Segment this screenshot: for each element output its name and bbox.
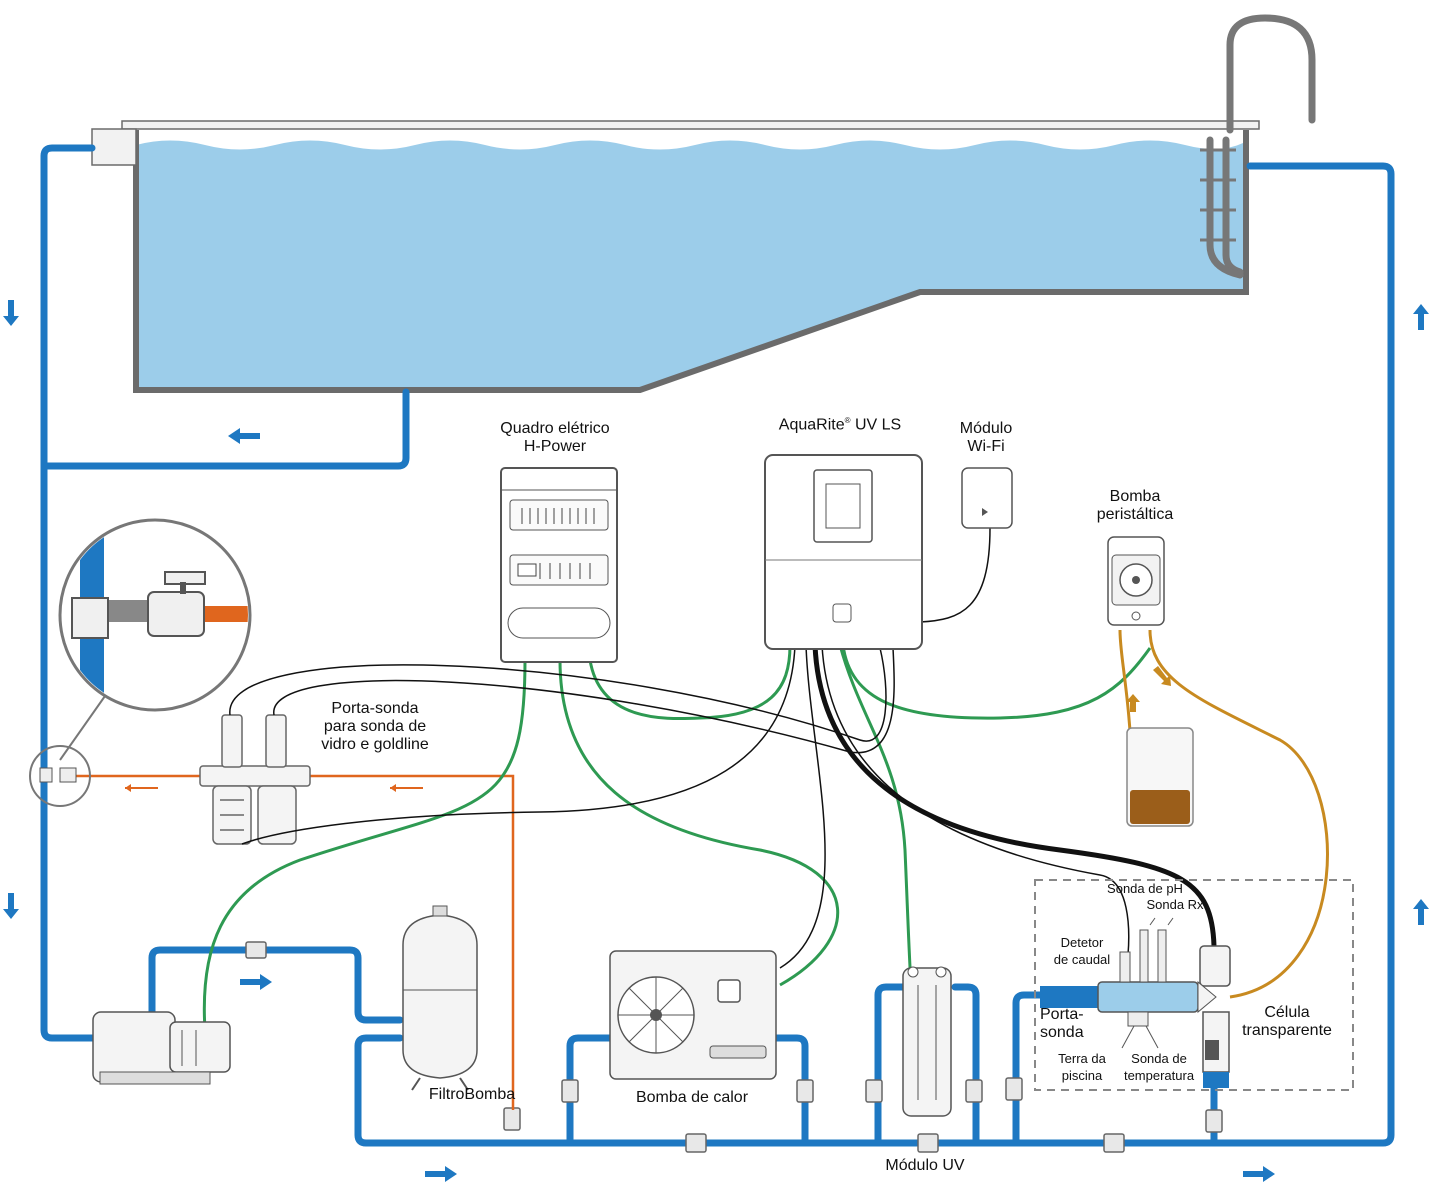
- cell-power-cable: [812, 644, 1217, 947]
- label-bomba-calor: Bomba de calor: [635, 1089, 749, 1106]
- label-porta-sonda-line3: vidro e goldline: [321, 736, 429, 753]
- valve-icon: [245, 941, 1223, 1153]
- label-aquarite: AquaRite® UV LS: [760, 412, 920, 434]
- sand-filter: [402, 905, 478, 1091]
- label-terra-line2: piscina: [1061, 1068, 1103, 1083]
- filtration-pump: [92, 1011, 231, 1085]
- pump-to-filter: [148, 946, 404, 1024]
- label-filtrobomba: FiltroBomba: [428, 1086, 516, 1103]
- label-aquarite-model: UV LS: [850, 416, 902, 434]
- label-aquarite-reg: ®: [844, 416, 851, 425]
- electrical-panel-h-power: [500, 467, 618, 663]
- label-terra-line1: Terra da: [1058, 1051, 1106, 1066]
- uv-module: [902, 966, 952, 1117]
- pool: [91, 14, 1316, 393]
- label-modulo-uv: Módulo UV: [885, 1157, 965, 1174]
- return-line-left: [40, 144, 104, 1042]
- label-bomba-peristaltica: Bomba peristáltica: [1080, 488, 1190, 524]
- label-quadro-eletrico: Quadro elétrico H-Power: [482, 420, 628, 456]
- black-cables: [229, 527, 1130, 969]
- sample-flow-arrow: [125, 784, 423, 792]
- pool-basin-outline: [133, 130, 1249, 393]
- probe-holder-unit: [199, 714, 311, 845]
- label-sonda-temp-line1: Sonda de: [1131, 1051, 1187, 1066]
- heat-pump: [609, 950, 777, 1080]
- tap-detail-zoom: [29, 518, 252, 807]
- water-piping: [40, 144, 1395, 1147]
- green-cables: [202, 644, 1152, 1031]
- label-bomba-per-line1: Bomba: [1109, 488, 1161, 505]
- label-bomba-per-line2: peristáltica: [1096, 506, 1174, 523]
- label-aquarite-name: AquaRite: [778, 416, 845, 434]
- label-detetor-line1: Detetor: [1060, 935, 1104, 950]
- peristaltic-pump: [1107, 536, 1165, 626]
- skimmer: [91, 128, 137, 166]
- label-detetor-line2: de caudal: [1053, 952, 1111, 967]
- label-porta-sonda-cell: Porta- sonda: [1040, 1006, 1100, 1042]
- acid-tank: [1126, 727, 1194, 827]
- label-sonda-temperatura: Sonda de temperatura: [1112, 1050, 1206, 1084]
- label-porta-line2: sonda: [1040, 1024, 1084, 1041]
- wifi-module: [961, 467, 1013, 529]
- fan-icon: [617, 976, 695, 1054]
- acid-flow-arrow: [1126, 666, 1171, 712]
- label-celula-line2: transparente: [1242, 1022, 1332, 1039]
- label-sonda-rx: Sonda Rx: [1146, 897, 1204, 912]
- label-quadro-line1: Quadro elétrico: [500, 420, 610, 437]
- uv-loop: [874, 983, 980, 1147]
- electrolysis-cell-zone: [1034, 879, 1354, 1091]
- label-terra-piscina: Terra da piscina: [1044, 1050, 1120, 1084]
- main-drain-line: [40, 388, 410, 470]
- pool-coping: [121, 120, 1260, 130]
- label-porta-line1: Porta-: [1040, 1006, 1084, 1023]
- label-porta-sonda-vidro: Porta-sonda para sonda de vidro e goldli…: [300, 700, 450, 754]
- pool-ladder: [1206, 14, 1316, 279]
- aquarite-uv-ls-controller: [764, 454, 923, 650]
- label-porta-sonda-line2: para sonda de: [323, 718, 427, 735]
- label-wifi-module: Módulo Wi-Fi: [950, 420, 1022, 456]
- pool-water: [136, 140, 1243, 387]
- label-celula-line1: Célula: [1264, 1004, 1310, 1021]
- label-sonda-ph: Sonda de pH: [1107, 881, 1183, 896]
- label-wifi-line2: Wi-Fi: [967, 438, 1005, 455]
- heatpump-loop: [566, 1034, 809, 1147]
- label-celula-transparente: Célula transparente: [1232, 1004, 1342, 1040]
- label-quadro-line2: H-Power: [523, 438, 587, 455]
- label-porta-sonda-line1: Porta-sonda: [331, 700, 419, 717]
- label-detetor-caudal: Detetor de caudal: [1042, 934, 1122, 968]
- flow-arrow-icon: [3, 300, 1429, 1182]
- label-sonda-temp-line2: temperatura: [1123, 1068, 1195, 1083]
- label-wifi-line1: Módulo: [959, 420, 1013, 437]
